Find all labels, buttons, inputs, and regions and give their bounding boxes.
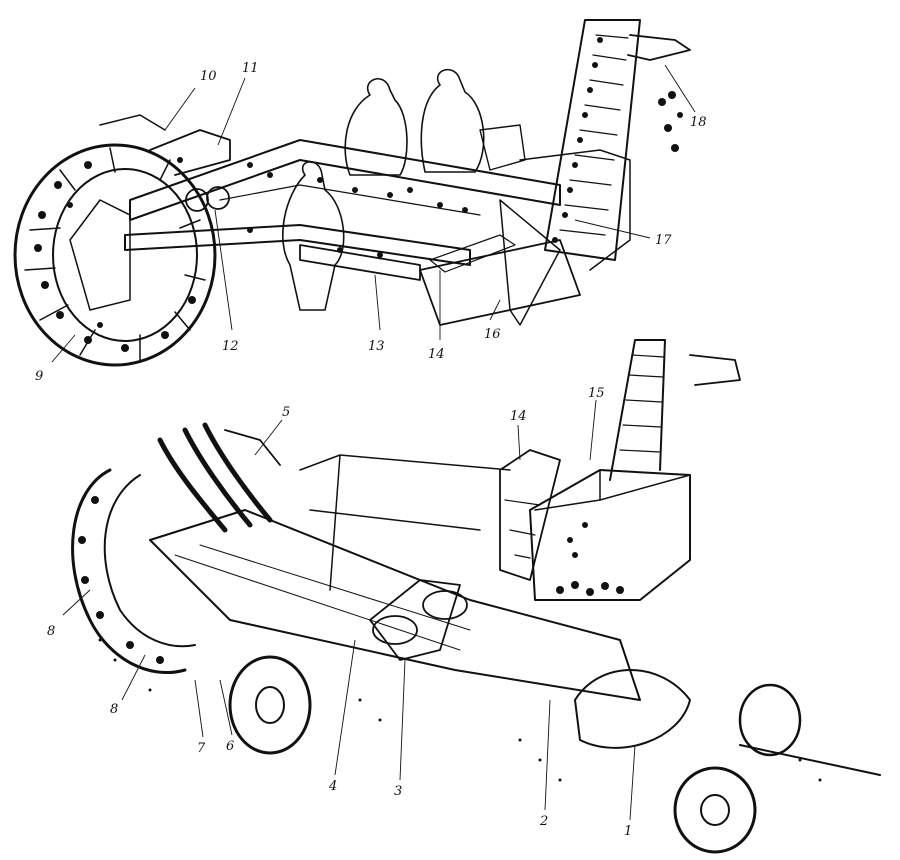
callout-14-bottom: 14 xyxy=(510,409,527,424)
callout-labels: 10 11 12 13 14 16 17 18 9 5 14 15 8 8 7 … xyxy=(35,61,707,839)
callout-2: 2 xyxy=(539,814,548,829)
inclined-elevator-top xyxy=(499,19,641,326)
wheels xyxy=(228,655,802,854)
callout-8-lower: 8 xyxy=(110,702,118,717)
callout-7: 7 xyxy=(197,741,206,756)
callout-9: 9 xyxy=(35,369,43,384)
worker-figures xyxy=(282,68,526,311)
callout-12: 12 xyxy=(222,339,239,354)
callout-1: 1 xyxy=(624,824,632,839)
callout-18: 18 xyxy=(690,115,707,130)
leader-lines xyxy=(51,64,696,821)
callout-3: 3 xyxy=(394,784,402,799)
callout-8-upper: 8 xyxy=(47,624,55,639)
drum-cage-bottom xyxy=(71,468,196,675)
callout-16: 16 xyxy=(484,327,501,342)
callout-17: 17 xyxy=(655,233,672,248)
drum-cage-top xyxy=(13,143,217,367)
callout-11: 11 xyxy=(242,61,259,76)
bottom-machine xyxy=(71,339,881,854)
callout-6: 6 xyxy=(226,739,234,754)
callout-14-top: 14 xyxy=(428,347,445,362)
callout-5: 5 xyxy=(282,405,290,420)
callout-15: 15 xyxy=(588,386,605,401)
callout-10: 10 xyxy=(200,69,217,84)
callout-4: 4 xyxy=(328,779,337,794)
callout-13: 13 xyxy=(368,339,385,354)
top-machine xyxy=(13,19,691,367)
